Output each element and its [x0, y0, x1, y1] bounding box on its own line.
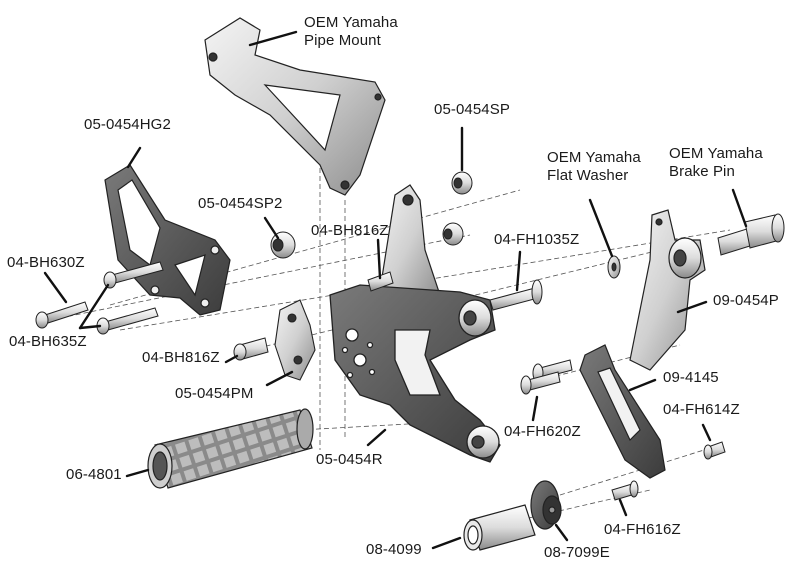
part-pivot-09-0454P	[629, 209, 706, 371]
part-eccentric-08-7099E	[530, 480, 562, 530]
part-bolt-04-BH816Z-mid	[233, 337, 269, 361]
label-brake-pin: OEM Yamaha Brake Pin	[669, 145, 763, 181]
label-04-FH616Z: 04-FH616Z	[604, 521, 681, 538]
leader-r	[366, 428, 387, 447]
part-brake-pin	[717, 213, 785, 256]
leader-pm	[265, 370, 294, 387]
leader-4145	[628, 378, 657, 392]
part-bolt-04-FH614Z	[703, 441, 726, 460]
leader-0454p	[676, 300, 708, 314]
axis-line	[519, 489, 651, 521]
label-05-0454SP: 05-0454SP	[434, 101, 510, 118]
leader-lines	[43, 30, 748, 550]
leader-7099e	[554, 523, 569, 542]
part-spacer-05-0454SP2	[270, 231, 296, 259]
label-04-FH614Z: 04-FH614Z	[663, 401, 740, 418]
leader-flat-washer	[588, 198, 614, 258]
label-flat-washer: OEM Yamaha Flat Washer	[547, 149, 641, 185]
part-heel-guard-05-0454HG2	[104, 164, 231, 316]
part-bolt-04-BH635Z-lower	[96, 307, 159, 335]
label-09-4145: 09-4145	[663, 369, 719, 386]
label-line: OEM Yamaha	[669, 145, 763, 162]
leader-pipe-mount	[248, 30, 298, 47]
label-08-4099: 08-4099	[366, 541, 422, 558]
axis-line	[299, 419, 481, 431]
leader-fh614z	[701, 423, 712, 442]
label-04-BH816Z-mid: 04-BH816Z	[142, 349, 220, 366]
leader-4099	[431, 536, 462, 550]
label-line: Brake Pin	[669, 163, 735, 180]
leader-bh635z-a	[78, 283, 110, 330]
leader-sp2	[263, 216, 280, 240]
part-bolt-04-BH816Z-top	[367, 271, 394, 292]
leader-bh635z-b	[78, 324, 102, 330]
part-flat-washer	[607, 255, 621, 279]
part-footpeg-06-4801	[147, 408, 314, 489]
part-bolt-04-FH616Z	[611, 480, 639, 501]
part-lever-09-4145	[579, 344, 666, 479]
leader-4801	[125, 468, 150, 478]
label-09-0454P: 09-0454P	[713, 292, 779, 309]
part-tube-08-4099	[463, 504, 536, 551]
label-05-0454SP2: 05-0454SP2	[198, 195, 283, 212]
axis-line	[109, 189, 521, 306]
label-line: Pipe Mount	[304, 32, 381, 49]
label-line: Flat Washer	[547, 167, 629, 184]
part-main-bracket-05-0454R	[329, 284, 501, 463]
part-bolt-04-BH635Z-upper	[103, 261, 164, 289]
part-spacer-05-0454SP	[451, 171, 473, 195]
leader-fh620z	[531, 395, 539, 422]
part-pipe-mount	[204, 17, 386, 196]
axis-line	[119, 229, 731, 331]
part-bolt-04-FH1035Z	[489, 279, 543, 311]
leader-hg2	[126, 146, 142, 169]
part-spacer-small	[442, 222, 464, 246]
leader-bh816z-mid	[224, 354, 239, 364]
leader-fh616z	[618, 498, 628, 517]
label-pipe-mount: OEM Yamaha Pipe Mount	[304, 14, 398, 50]
label-04-BH630Z: 04-BH630Z	[7, 254, 85, 271]
part-pivot-mount-05-0454PM	[274, 299, 316, 381]
leader-fh1035z	[515, 250, 522, 292]
label-line: OEM Yamaha	[547, 149, 641, 166]
leader-brake-pin	[731, 188, 748, 228]
label-05-0454HG2: 05-0454HG2	[84, 116, 171, 133]
label-04-BH635Z: 04-BH635Z	[9, 333, 87, 350]
label-05-0454R: 05-0454R	[316, 451, 383, 468]
leader-bh630z	[43, 271, 68, 304]
part-bolt-04-FH620Z	[520, 359, 573, 395]
label-04-FH1035Z: 04-FH1035Z	[494, 231, 580, 248]
leader-bh816z-top	[376, 238, 382, 280]
label-04-BH816Z-top: 04-BH816Z	[311, 222, 389, 239]
label-08-7099E: 08-7099E	[544, 544, 610, 561]
part-bolt-04-BH630Z	[35, 301, 89, 329]
label-line: OEM Yamaha	[304, 14, 398, 31]
label-06-4801: 06-4801	[66, 466, 122, 483]
label-05-0454PM: 05-0454PM	[175, 385, 254, 402]
label-04-FH620Z: 04-FH620Z	[504, 423, 581, 440]
